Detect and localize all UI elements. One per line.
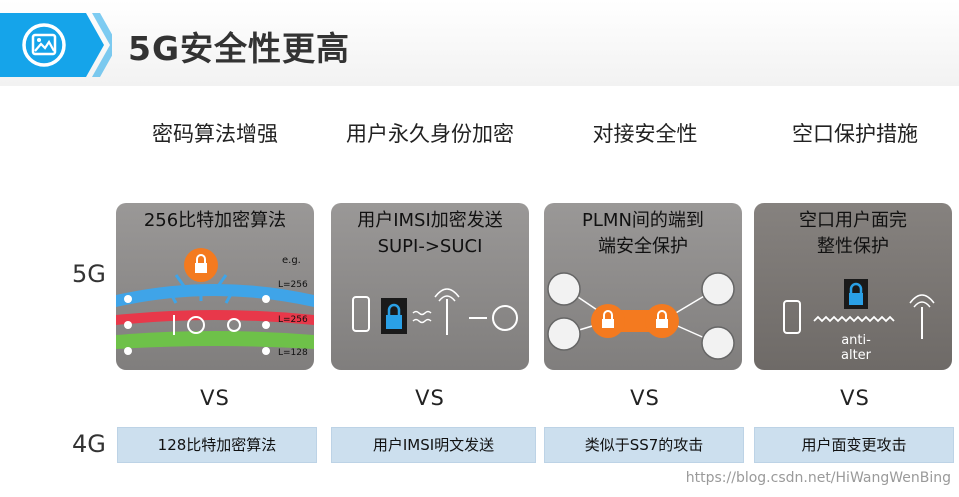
- page-title: 5G安全性更高: [128, 29, 351, 68]
- card-crypto-algorithm: 256比特加密算法 e.g. L=256 L=256 L=128: [116, 203, 314, 370]
- watermark: https://blog.csdn.net/HiWangWenBing: [685, 470, 951, 486]
- phone-icon: [352, 296, 370, 332]
- card-title-identity-line2: SUPI->SUCI: [377, 236, 483, 257]
- card-title-plmn-line1: PLMN间的端到: [582, 210, 704, 231]
- card-title-plmn-line2: 端安全保护: [598, 236, 688, 257]
- router-icon: [492, 305, 518, 331]
- identity-diagram: [352, 288, 518, 335]
- card-identity-encryption: 用户IMSI加密发送 SUPI->SUCI: [331, 203, 529, 370]
- header-band: [0, 0, 959, 86]
- plmn-diagram: [547, 272, 735, 360]
- lock-blue-icon: [386, 315, 402, 329]
- alter-label: alter: [840, 348, 872, 363]
- card-title-air-line1: 空口用户面完: [799, 210, 907, 231]
- key-length-label-3: L=128: [278, 348, 308, 358]
- vs-label-2: VS: [415, 386, 445, 410]
- column-heading-interconnect: 对接安全性: [592, 122, 698, 146]
- fourg-bar-crypto: 128比特加密算法: [117, 427, 317, 463]
- key-length-label-1: L=256: [278, 280, 308, 290]
- column-heading-crypto: 密码算法增强: [152, 122, 278, 146]
- anti-label: anti-: [841, 333, 871, 348]
- row-label-4g: 4G: [72, 430, 106, 458]
- fourg-bar-air: 用户面变更攻击: [754, 427, 954, 463]
- lock-blue-icon: [849, 293, 863, 305]
- air-interface-diagram: [783, 279, 935, 339]
- crypto-diagram: [116, 248, 314, 355]
- fourg-bar-identity: 用户IMSI明文发送: [331, 427, 536, 463]
- card-plmn-protection: PLMN间的端到 端安全保护: [544, 203, 742, 370]
- card-title-crypto: 256比特加密算法: [143, 210, 287, 231]
- fourg-bar-plmn: 类似于SS7的攻击: [544, 427, 744, 463]
- card-air-interface: 空口用户面完 整性保护 anti- alter: [754, 203, 952, 370]
- column-heading-air-interface: 空口保护措施: [792, 122, 918, 146]
- column-heading-identity: 用户永久身份加密: [346, 122, 514, 146]
- key-length-label-2: L=256: [278, 315, 308, 325]
- phone-icon: [783, 300, 801, 334]
- card-title-identity-line1: 用户IMSI加密发送: [357, 210, 503, 231]
- card-title-air-line2: 整性保护: [817, 236, 889, 257]
- vs-label-1: VS: [200, 386, 230, 410]
- title-image-icon: [0, 10, 118, 80]
- vs-label-3: VS: [630, 386, 660, 410]
- row-label-5g: 5G: [72, 260, 106, 288]
- vs-label-4: VS: [840, 386, 870, 410]
- eg-label: e.g.: [282, 255, 301, 266]
